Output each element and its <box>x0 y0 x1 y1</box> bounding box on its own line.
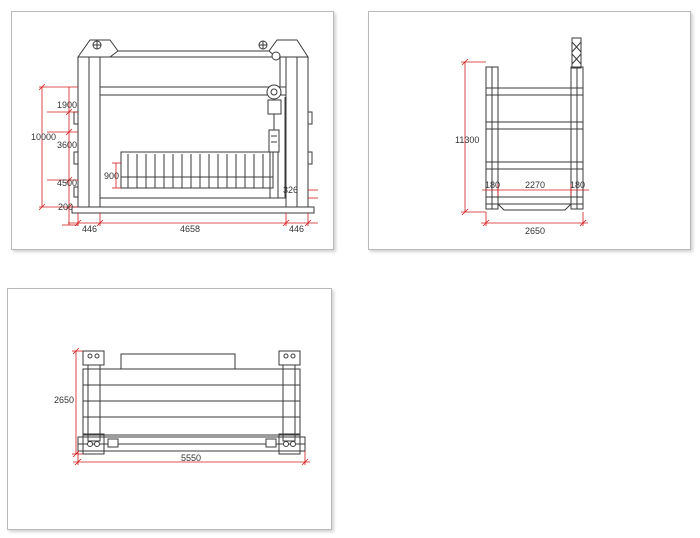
dim-10000: 10000 <box>31 132 56 142</box>
dim-326: 326 <box>283 185 298 195</box>
side-base-tray <box>497 203 572 211</box>
side-beam-3 <box>485 161 584 170</box>
top-main-body <box>82 368 301 436</box>
top-view-panel: 2650 5550 <box>7 288 332 530</box>
top-upper-box <box>120 353 236 370</box>
side-beam-1 <box>485 87 584 96</box>
dim-1900: 1900 <box>57 100 77 110</box>
grille-rack <box>120 151 274 189</box>
dim-446-left: 446 <box>82 224 97 234</box>
side-view-panel: 11300 180 2270 180 2650 <box>368 11 691 250</box>
dim-180-left: 180 <box>485 180 500 190</box>
hoist-hook <box>268 129 280 153</box>
top-post-bl <box>82 433 105 455</box>
top-post-br <box>278 433 301 455</box>
dim-5550: 5550 <box>181 453 201 463</box>
front-view-drawing: 1900 10000 3600 4500 200 900 326 446 465… <box>31 39 318 234</box>
dim-2270: 2270 <box>525 180 545 190</box>
upper-cross-beam <box>99 86 287 96</box>
side-beam-4 <box>485 196 584 205</box>
lower-cross-beam <box>99 197 287 208</box>
dim-4500: 4500 <box>57 178 77 188</box>
hoist-drum <box>266 84 282 100</box>
front-view-panel: 1900 10000 3600 4500 200 900 326 446 465… <box>11 11 334 250</box>
side-view-drawing: 11300 180 2270 180 2650 <box>455 37 589 236</box>
dim-2650-side: 2650 <box>525 226 545 236</box>
side-beam-2 <box>485 121 584 130</box>
dim-900: 900 <box>104 171 119 181</box>
side-mast <box>571 37 582 69</box>
top-view-drawing: 2650 5550 <box>54 347 310 466</box>
dim-446-right: 446 <box>289 224 304 234</box>
dim-180-right: 180 <box>570 180 585 190</box>
dim-3600: 3600 <box>57 140 77 150</box>
dim-200: 200 <box>58 202 73 212</box>
hoist-body <box>267 99 282 115</box>
dim-11300: 11300 <box>455 135 479 145</box>
base-plate <box>71 206 315 214</box>
top-post-tr <box>278 350 301 366</box>
dim-2650-top: 2650 <box>54 395 74 405</box>
top-post-tl <box>82 350 105 366</box>
dim-4658: 4658 <box>180 224 200 234</box>
